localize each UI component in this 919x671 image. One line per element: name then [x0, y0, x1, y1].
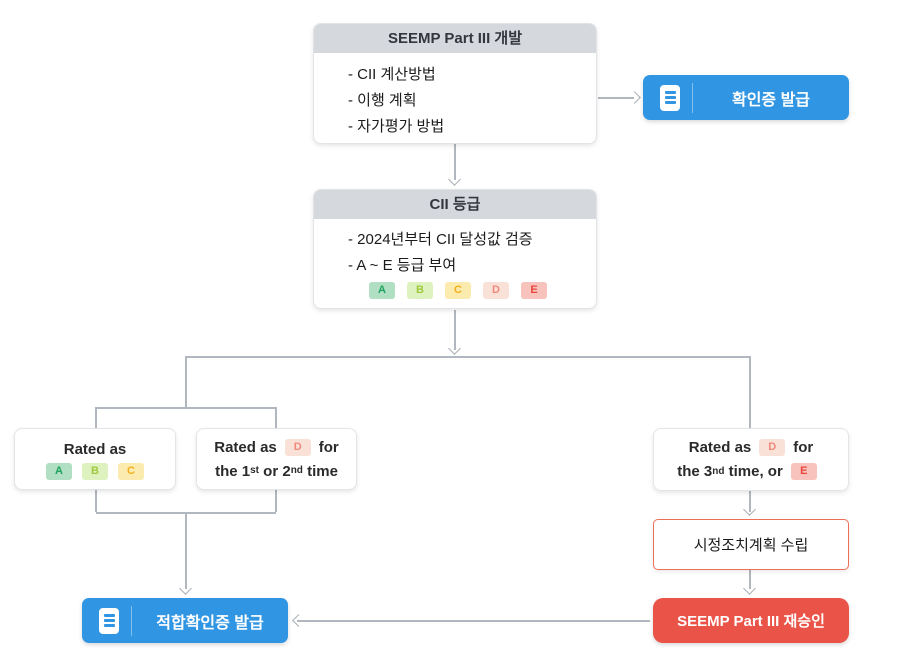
node-title: CII 등급 — [314, 190, 596, 219]
rated-line-1: Rated as D for — [688, 437, 814, 458]
document-icon — [660, 84, 680, 111]
rated-as-label: Rated as — [214, 438, 277, 456]
rated-as-label: Rated as — [63, 440, 127, 458]
reapproval-label: SEEMP Part III 재승인 — [677, 613, 825, 630]
list-item: - 2024년부터 CII 달성값 검증 — [348, 231, 533, 248]
arrowhead-down — [448, 173, 461, 186]
grade-badge-c: C — [445, 282, 471, 299]
connector-stub — [95, 407, 97, 428]
arrowhead-down — [743, 503, 756, 516]
grade-badge-b: B — [82, 462, 108, 480]
connector-split-horizontal — [186, 356, 751, 358]
conformity-certificate-label: 적합확인증 발급 — [156, 614, 264, 632]
grade-badge-c: C — [118, 462, 144, 480]
grade-badge-a: A — [369, 282, 395, 299]
certificate-issue-label: 확인증 발급 — [731, 91, 811, 109]
node-rated-abc: Rated as A B C — [14, 428, 176, 490]
node-title: SEEMP Part III 개발 — [314, 24, 596, 53]
grade-badge-d: D — [483, 282, 509, 299]
connector-stub — [275, 490, 277, 512]
connector-to-conformity — [185, 512, 187, 589]
connector-stub — [275, 407, 277, 428]
list-item: - 자가평가 방법 — [348, 118, 445, 135]
connector-dev-to-cii — [454, 144, 456, 180]
node-corrective-action-plan: 시정조치계획 수립 — [653, 519, 849, 570]
grade-badge-a: A — [46, 462, 72, 480]
connector-stub — [95, 490, 97, 512]
arrowhead-down — [179, 582, 192, 595]
node-seemp-reapproval: SEEMP Part III 재승인 — [653, 598, 849, 643]
connector-bracket-top — [96, 407, 276, 409]
divider — [692, 82, 693, 113]
for-label: for — [793, 439, 814, 456]
rated-as-label: Rated as — [688, 439, 752, 456]
grade-badge-d: D — [284, 438, 311, 456]
connector-to-corrective — [749, 491, 751, 512]
for-label: for — [318, 438, 339, 456]
list-item: - 이행 계획 — [348, 92, 417, 109]
grade-badge-e: E — [521, 282, 547, 299]
arrowhead-left — [292, 614, 305, 627]
document-icon — [99, 607, 119, 634]
connector-dev-to-cert — [598, 97, 634, 99]
node-conformity-certificate-issue: 적합확인증 발급 — [82, 598, 288, 643]
corrective-action-label: 시정조치계획 수립 — [693, 537, 809, 554]
list-item: - CII 계산방법 — [348, 66, 436, 83]
grade-badge-row: A B C — [46, 462, 144, 480]
connector-to-reapproval — [749, 570, 751, 589]
node-cii-rating: CII 등급 - 2024년부터 CII 달성값 검증 - A ~ E 등급 부… — [313, 189, 597, 309]
connector-split-left — [185, 356, 187, 408]
arrowhead-right — [628, 91, 641, 104]
rated-line-1: Rated as D for — [214, 437, 339, 458]
node-seemp-development: SEEMP Part III 개발 - CII 계산방법 - 이행 계획 - 자… — [313, 23, 597, 144]
connector-cii-to-split — [454, 310, 456, 350]
grade-badge-d: D — [759, 439, 786, 456]
divider — [131, 605, 132, 636]
node-certificate-issue: 확인증 발급 — [643, 75, 849, 120]
arrowhead-down — [743, 582, 756, 595]
grade-badge-row: A B C D E — [330, 282, 586, 299]
connector-split-right — [749, 356, 751, 428]
arrowhead-down — [448, 342, 461, 355]
grade-badge-b: B — [407, 282, 433, 299]
list-item: - A ~ E 등급 부여 — [348, 257, 457, 274]
grade-badge-e: E — [790, 463, 817, 480]
connector-reapproval-to-conformity — [297, 620, 650, 622]
